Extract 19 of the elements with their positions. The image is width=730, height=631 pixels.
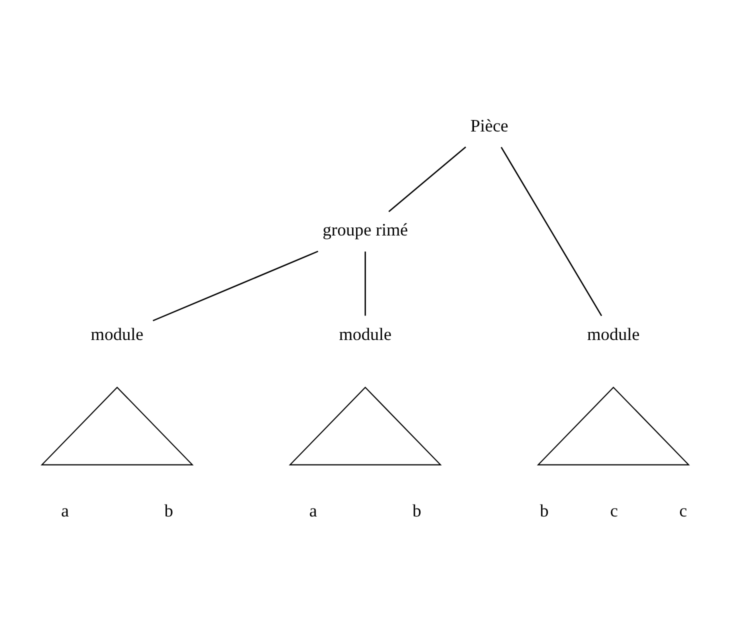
- connector: [388, 146, 466, 212]
- node-text: module: [587, 323, 640, 344]
- connector: [152, 250, 318, 321]
- node-triangle: [536, 386, 690, 465]
- node-label: a: [61, 500, 69, 520]
- node-text: groupe rimé: [322, 219, 408, 240]
- node-text: module: [90, 323, 144, 344]
- node-text: Pièce: [470, 114, 508, 135]
- connector: [364, 251, 366, 316]
- node-triangle: [288, 386, 442, 465]
- connector: [500, 146, 602, 316]
- node-text: module: [338, 323, 392, 344]
- node-label: c: [679, 500, 688, 520]
- node-label: b: [540, 500, 549, 520]
- node-triangle: [40, 386, 194, 465]
- node-label: a: [309, 500, 318, 520]
- node-label: b: [412, 500, 422, 520]
- node-label: c: [610, 500, 618, 520]
- node-label: b: [164, 500, 174, 520]
